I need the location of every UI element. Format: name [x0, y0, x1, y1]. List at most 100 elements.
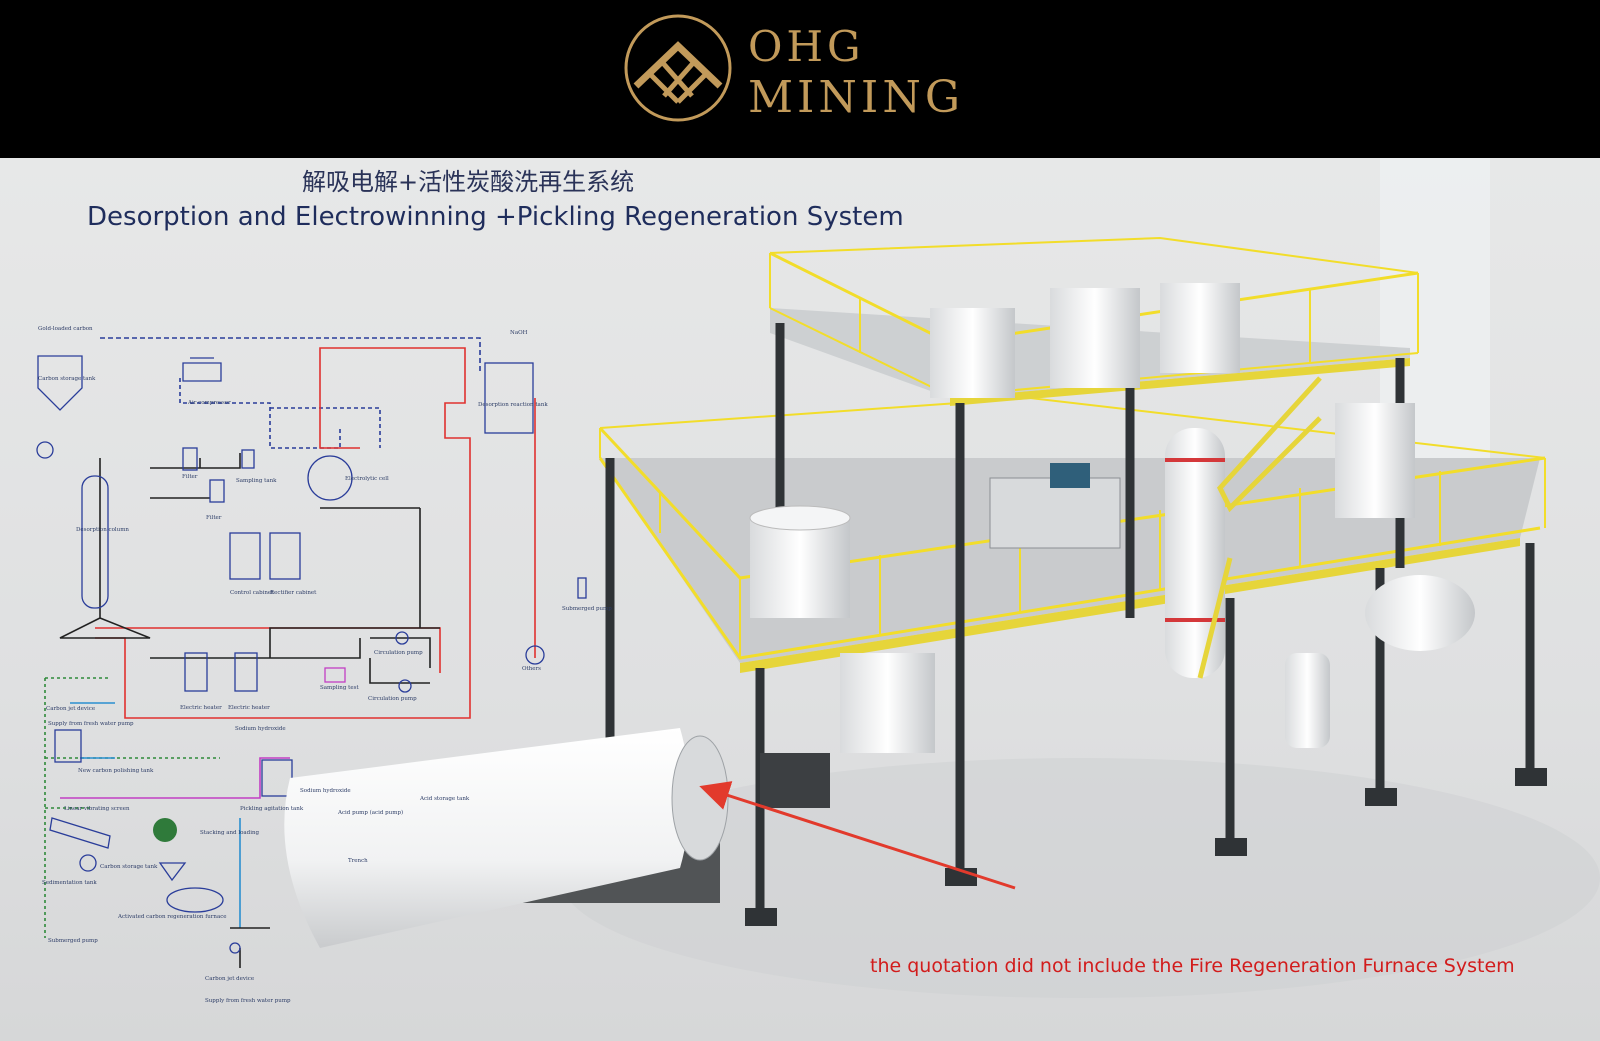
- carbon-jet-icon: [229, 942, 241, 954]
- flow-line-magenta: [60, 757, 290, 799]
- flow-label: Sampling tank: [236, 478, 277, 484]
- flow-label: Sedimentation tank: [42, 880, 97, 886]
- carbon-balls-icon: [153, 818, 177, 842]
- control-cabinet-icon: [229, 532, 261, 580]
- others-icon: [525, 645, 545, 665]
- flow-label: Carbon storage tank: [38, 376, 96, 382]
- flow-line-black-1: [59, 458, 151, 639]
- flow-line-black-5: [320, 507, 421, 628]
- flow-label: Others: [522, 666, 541, 672]
- electrolytic-cell-icon: [307, 455, 353, 501]
- flow-label: Air compressor: [188, 400, 231, 406]
- linear-screen-icon: [49, 817, 111, 849]
- electric-heater-icon-1: [184, 652, 208, 692]
- tank-upper-deck-1: [930, 308, 1015, 398]
- red-band-1: [1165, 458, 1225, 462]
- red-band-2: [1165, 618, 1225, 622]
- flow-diagram: [44, 337, 536, 968]
- annotation-arrow: [699, 781, 1016, 890]
- polishing-tank-icon: [54, 729, 82, 763]
- flow-label: Sodium hydroxide: [300, 788, 351, 794]
- flow-label: Sodium hydroxide: [235, 726, 286, 732]
- brand-name-line1: OHG: [748, 22, 865, 71]
- rectifier-cabinet-icon: [269, 532, 301, 580]
- system-illustration: [36, 158, 1600, 998]
- flow-line-cyan: [70, 702, 380, 928]
- flow-label: Rectifier cabinet: [270, 590, 317, 596]
- flow-label: Desorption reaction tank: [478, 402, 548, 408]
- trench-icon: [36, 441, 54, 459]
- upper-deck-railing-back: [769, 236, 1419, 274]
- support-columns: [605, 323, 1535, 918]
- tank-below-deck: [840, 653, 935, 753]
- flow-label: Filter: [182, 474, 198, 480]
- filter-icon-1: [182, 447, 198, 471]
- flow-line-blue-air: [179, 378, 341, 449]
- column-footings: [745, 768, 1547, 926]
- system-title-english: Desorption and Electrowinning +Pickling …: [87, 202, 904, 232]
- regeneration-furnace-icon: [166, 887, 224, 913]
- flow-label: Electric heater: [180, 705, 222, 711]
- kiln-drive: [760, 753, 830, 808]
- flow-label: Desorption column: [76, 527, 129, 533]
- tank-upper-deck-2: [1050, 288, 1140, 388]
- circulation-pump-icon-2: [398, 679, 412, 693]
- flow-label: Pickling agitation tank: [240, 806, 304, 812]
- white-tank-lower-left: [750, 518, 850, 618]
- flow-label: Carbon jet device: [46, 706, 96, 712]
- desorption-column-icon: [81, 475, 109, 609]
- carbon-storage-cone-icon: [158, 862, 187, 882]
- flow-line-blue-mid: [270, 407, 381, 448]
- header-bar: OHG MINING: [0, 0, 1600, 158]
- flow-label: Linear vibrating screen: [64, 806, 130, 812]
- pressure-vessel-tall: [1165, 428, 1225, 678]
- carbon-storage-tank-icon: [37, 355, 83, 411]
- flow-label: Gold-loaded carbon: [38, 326, 93, 332]
- sampling-test-icon: [324, 667, 346, 683]
- flow-label: Carbon jet device: [205, 976, 255, 982]
- flow-label: New carbon polishing tank: [78, 768, 154, 774]
- flow-label: Supply from fresh water pump: [48, 721, 134, 727]
- flow-line-black-3: [150, 627, 440, 659]
- flow-label: Carbon storage tank: [100, 864, 158, 870]
- flow-line-green: [44, 677, 220, 938]
- system-title-chinese: 解吸电解+活性炭酸洗再生系统: [302, 168, 635, 196]
- flow-label: NaOH: [510, 330, 528, 336]
- flow-label: Trench: [348, 858, 368, 864]
- upper-deck-edge: [950, 358, 1410, 406]
- sedimentation-tank-icon: [79, 854, 97, 872]
- filter-icon-2: [209, 479, 225, 503]
- flow-line-red-loop: [95, 347, 471, 719]
- floor-shadow: [560, 758, 1600, 998]
- ohg-mining-logo-icon: [624, 14, 732, 122]
- air-compressor-icon: [182, 357, 222, 382]
- motor-blue: [1050, 463, 1090, 488]
- flow-label: Activated carbon regeneration furnace: [118, 914, 227, 920]
- flow-line-black-4: [369, 637, 431, 684]
- flow-label: Acid pump (acid pump): [338, 810, 404, 816]
- flow-line-black-2: [150, 453, 241, 499]
- flow-label: Stacking and loading: [200, 830, 260, 836]
- desorption-reaction-tank-icon: [484, 362, 534, 434]
- quotation-note: the quotation did not include the Fire R…: [870, 955, 1515, 977]
- flow-line-dark-lower: [230, 927, 270, 968]
- circulation-pump-icon-1: [395, 631, 409, 645]
- white-tank-lower-left-top: [749, 505, 851, 531]
- brand-name-line2: MINING: [748, 72, 964, 123]
- tank-right-upper: [1335, 403, 1415, 518]
- electric-heater-icon-2: [234, 652, 258, 692]
- flow-equipment: [36, 355, 587, 954]
- staircase: [1216, 376, 1322, 513]
- electrolytic-cell-unit: [989, 477, 1121, 549]
- tank-right-floor: [1285, 653, 1330, 748]
- system-scene: 解吸电解+活性炭酸洗再生系统 Desorption and Electrowin…: [0, 158, 1600, 1041]
- kiln-cylinder: [284, 728, 690, 948]
- flow-label: Circulation pump: [368, 696, 417, 702]
- flow-label: Control cabinet: [230, 590, 274, 596]
- lower-deck-rail-posts: [599, 428, 1546, 658]
- flow-label: Submerged pump: [48, 938, 98, 944]
- horizontal-tank-right: [1365, 575, 1475, 651]
- sampling-tank-icon: [241, 449, 255, 469]
- flow-label: Electrolytic cell: [345, 476, 389, 482]
